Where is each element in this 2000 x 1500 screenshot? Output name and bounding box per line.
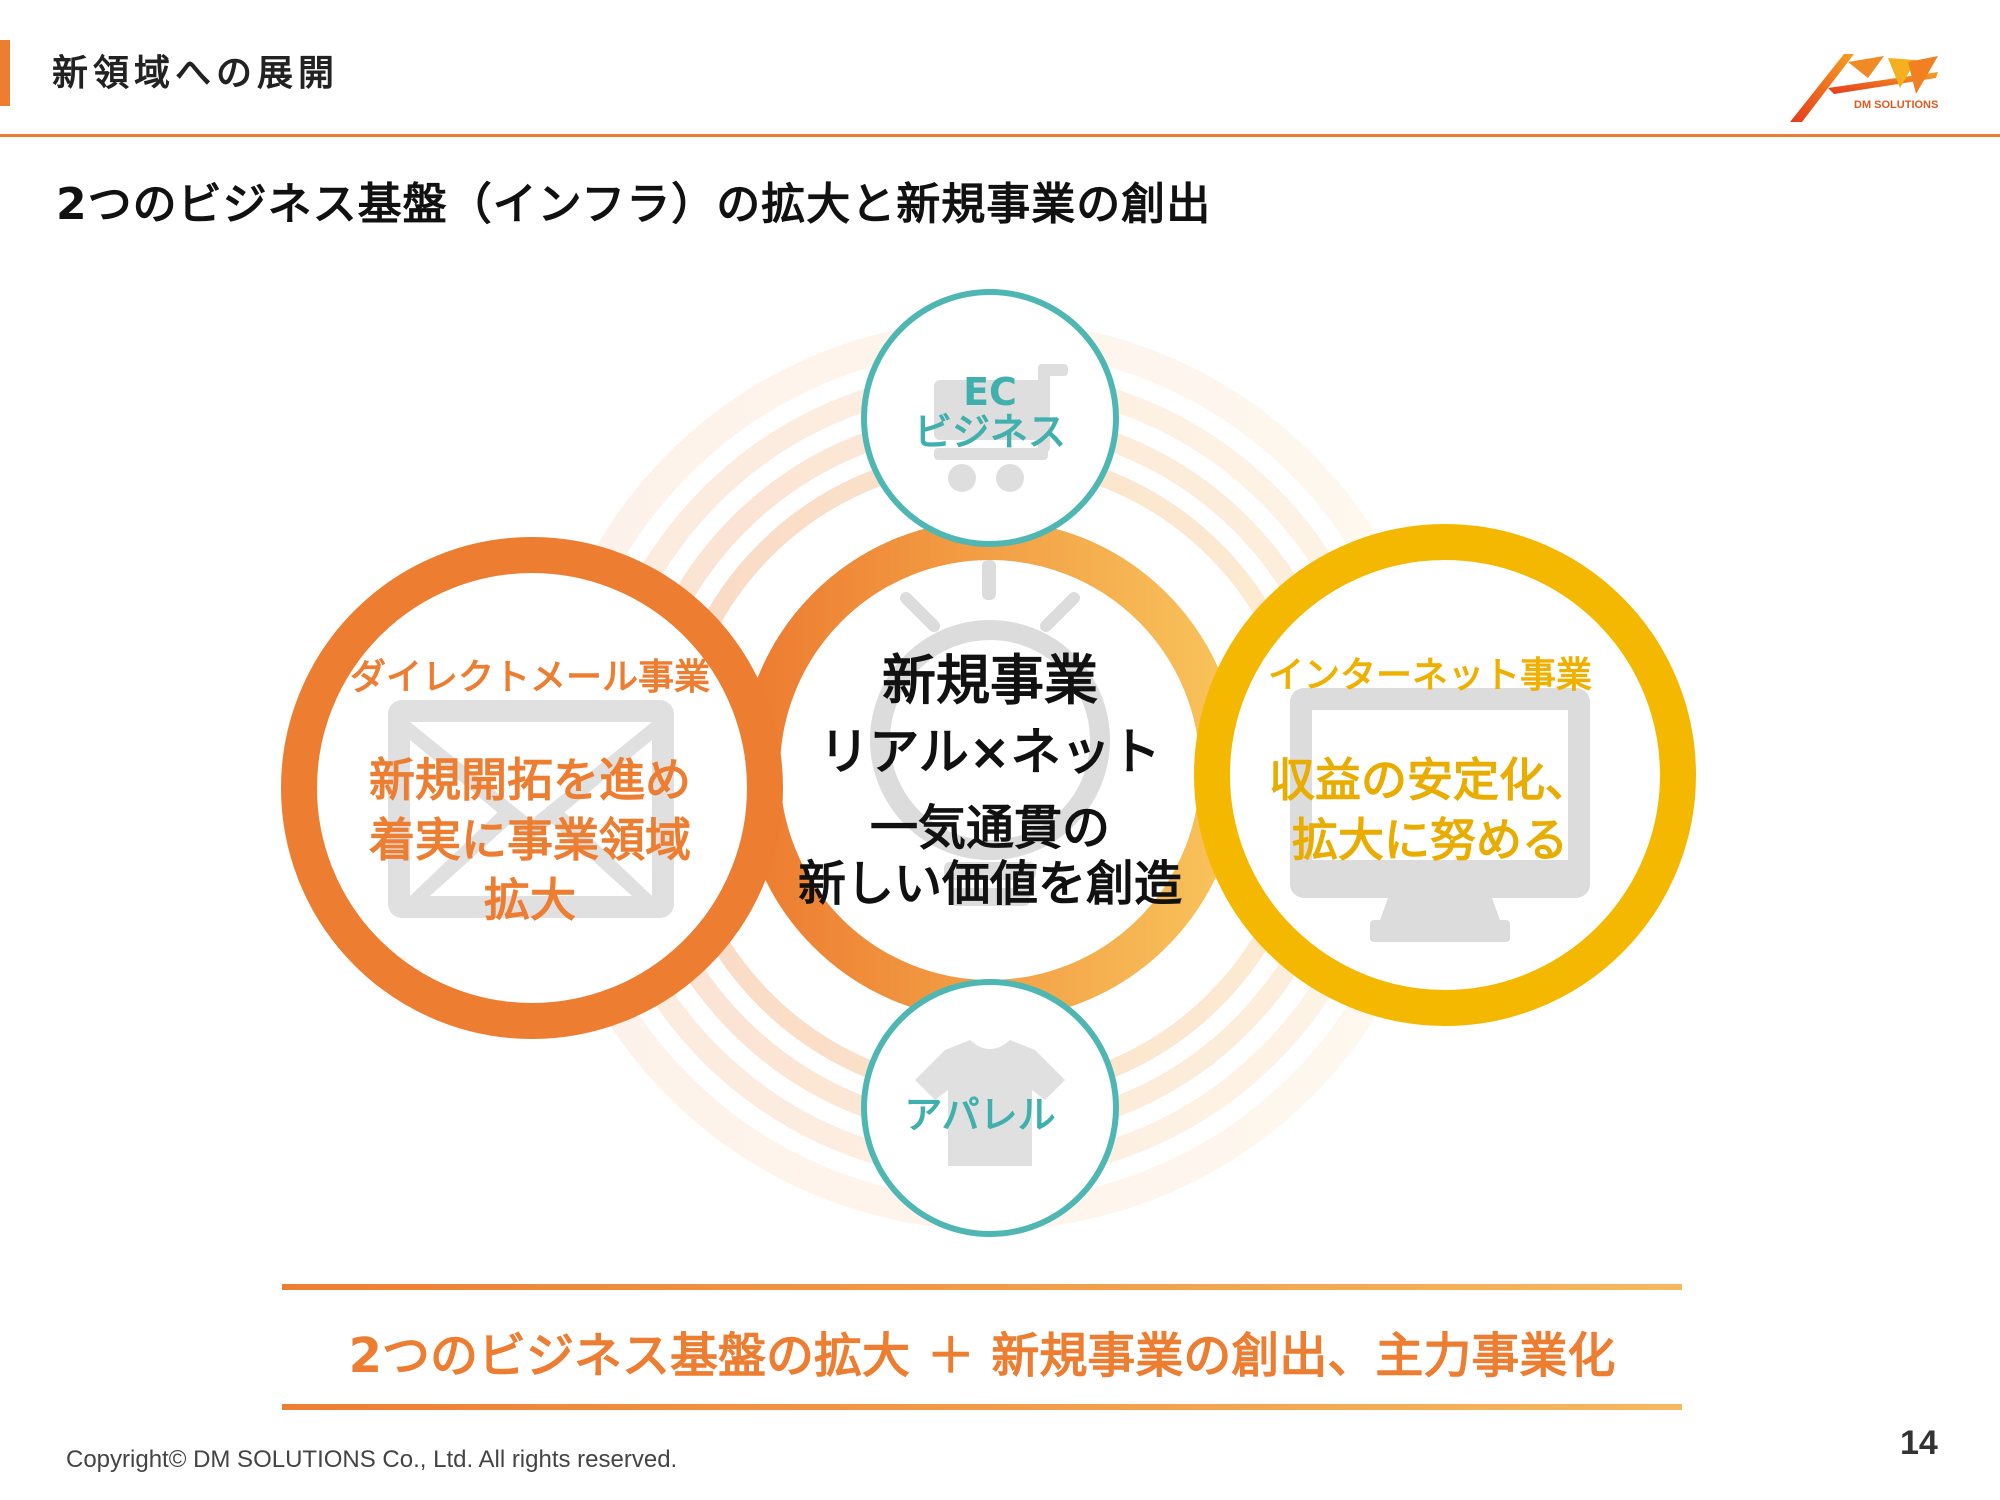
apparel-label: アパレル xyxy=(904,1093,1056,1137)
direct-mail-description: 新規開拓を進め 着実に事業領域 拡大 xyxy=(369,753,691,927)
center-heading: 新規事業 xyxy=(882,649,1098,712)
header-divider xyxy=(0,134,2000,137)
internet-title: インターネット事業 xyxy=(1267,655,1592,696)
tagline: 2つのビジネス基盤の拡大 ＋ 新規事業の創出、主力事業化 xyxy=(348,1328,1616,1384)
internet-description: 収益の安定化、 拡大に努める xyxy=(1269,753,1591,867)
center-subheading: リアル×ネット xyxy=(819,723,1161,781)
section-title: 新領域への展開 xyxy=(52,53,340,94)
direct-mail-title: ダイレクトメール事業 xyxy=(349,657,710,698)
header-accent-bar xyxy=(0,40,10,106)
page-number: 14 xyxy=(1900,1424,1938,1462)
t-shirt-icon xyxy=(915,1040,1065,1166)
dm-solutions-logo: DM SOLUTIONS xyxy=(1790,54,1938,122)
copyright: Copyright© DM SOLUTIONS Co., Ltd. All ri… xyxy=(66,1446,678,1473)
tagline-top-rule xyxy=(282,1284,1682,1290)
center-description: 一気通貫の 新しい価値を創造 xyxy=(797,800,1182,912)
tagline-bottom-rule xyxy=(282,1404,1682,1410)
ec-label: EC ビジネス xyxy=(913,370,1066,454)
page-subtitle: 2つのビジネス基盤（インフラ）の拡大と新規事業の創出 xyxy=(56,179,1212,230)
logo-text: DM SOLUTIONS xyxy=(1854,99,1938,111)
center-circle xyxy=(762,542,1218,998)
envelope-icon xyxy=(388,700,674,918)
shopping-cart-icon xyxy=(934,364,1068,492)
monitor-icon xyxy=(1290,688,1590,942)
lightbulb-icon xyxy=(870,560,1110,906)
